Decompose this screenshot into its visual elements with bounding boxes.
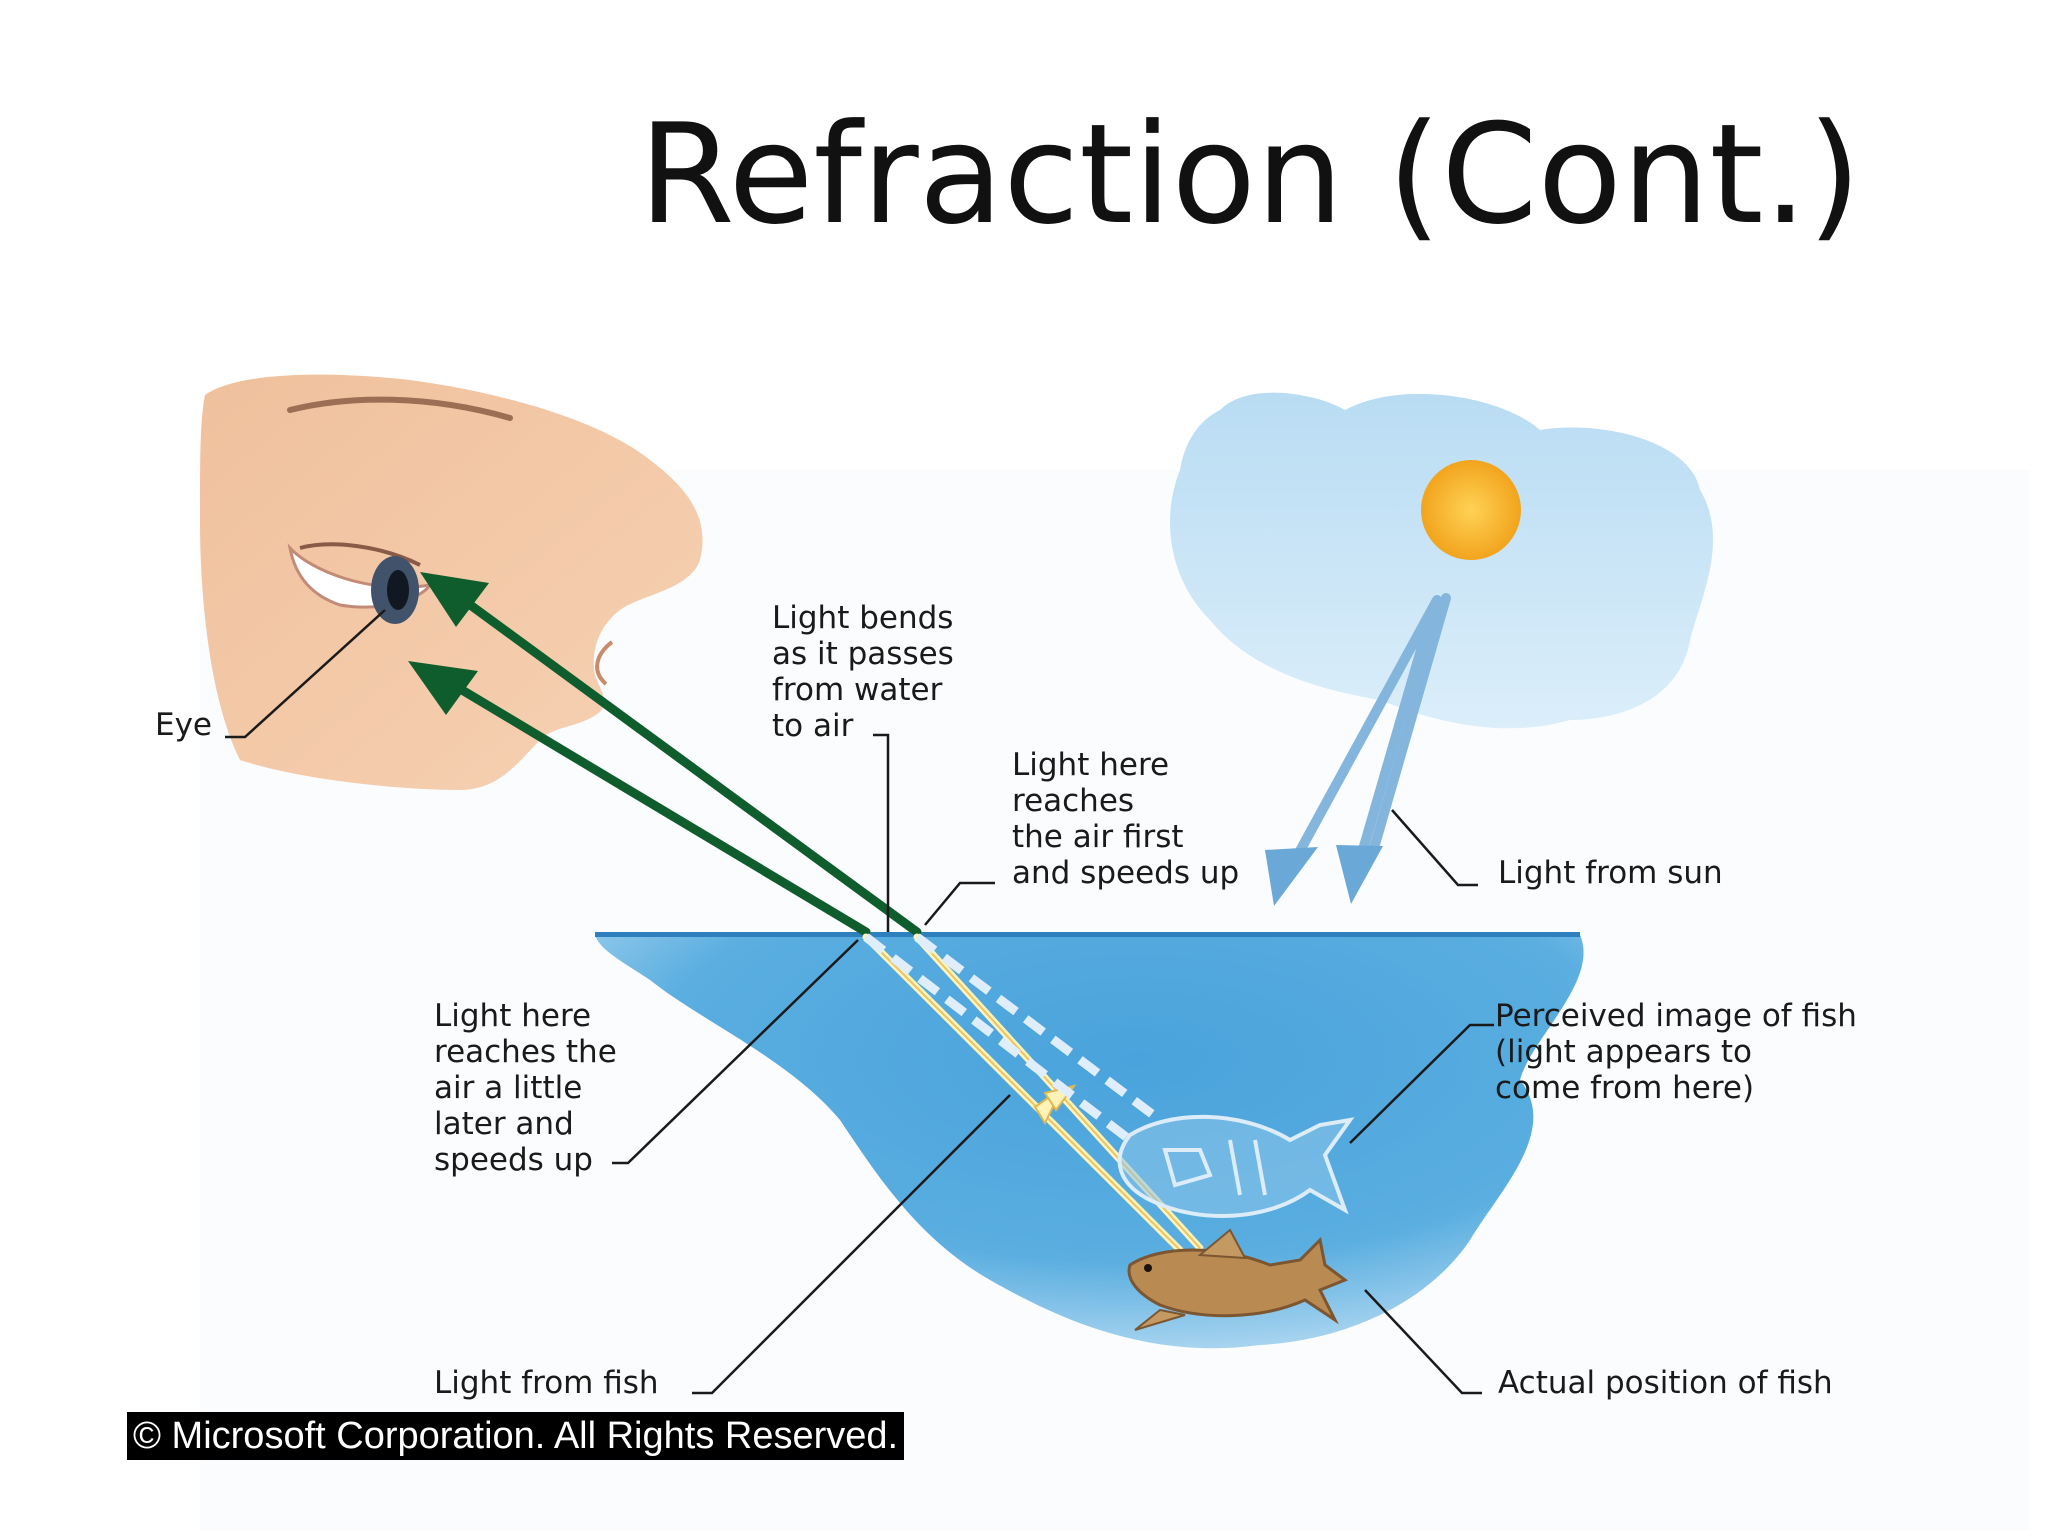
sun-ray-arrowhead — [1265, 847, 1318, 906]
leader-lines — [225, 609, 1494, 1395]
water — [595, 935, 1584, 1349]
eyebrow — [287, 396, 513, 421]
sun — [1421, 460, 1521, 560]
leader-light-bends — [873, 733, 890, 932]
label-light-from-sun: Light from sun — [1498, 855, 1723, 891]
leader-perceived — [1349, 1023, 1494, 1144]
leader-light-later — [612, 939, 859, 1165]
label-light-here-later: Light here reaches the air a little late… — [434, 998, 617, 1178]
leader-actual — [1364, 1289, 1482, 1395]
label-eye: Eye — [155, 707, 213, 743]
label-actual-position: Actual position of fish — [1498, 1365, 1833, 1401]
ray-arrowhead — [420, 572, 489, 627]
slide-title: Refraction (Cont.) — [638, 94, 1862, 255]
eye-pupil — [387, 570, 409, 610]
label-perceived-image: Perceived image of fish (light appears t… — [1495, 998, 1857, 1106]
nose-detail — [595, 640, 614, 686]
leader-eye — [225, 609, 386, 739]
label-light-bends: Light bends as it passes from water to a… — [772, 600, 954, 744]
light-rays-air — [442, 591, 922, 937]
water-surface — [595, 932, 1580, 937]
copyright-notice: © Microsoft Corporation. All Rights Rese… — [127, 1412, 905, 1460]
sun-ray-arrowhead — [1336, 845, 1383, 904]
leader-light-fish — [692, 1094, 1011, 1395]
leader-light-first — [924, 881, 995, 926]
eye-lid — [299, 542, 421, 567]
ray-arrowhead — [408, 661, 478, 715]
apparent-rays — [863, 933, 1163, 1144]
label-light-from-fish: Light from fish — [434, 1365, 659, 1401]
label-light-here-first: Light here reaches the air first and spe… — [1012, 747, 1240, 891]
perceived-fish — [1117, 1114, 1355, 1219]
actual-fish — [1127, 1228, 1349, 1331]
sky-cloud — [1170, 392, 1713, 729]
leader-light-sun — [1391, 809, 1478, 887]
sun-rays — [1290, 593, 1451, 865]
